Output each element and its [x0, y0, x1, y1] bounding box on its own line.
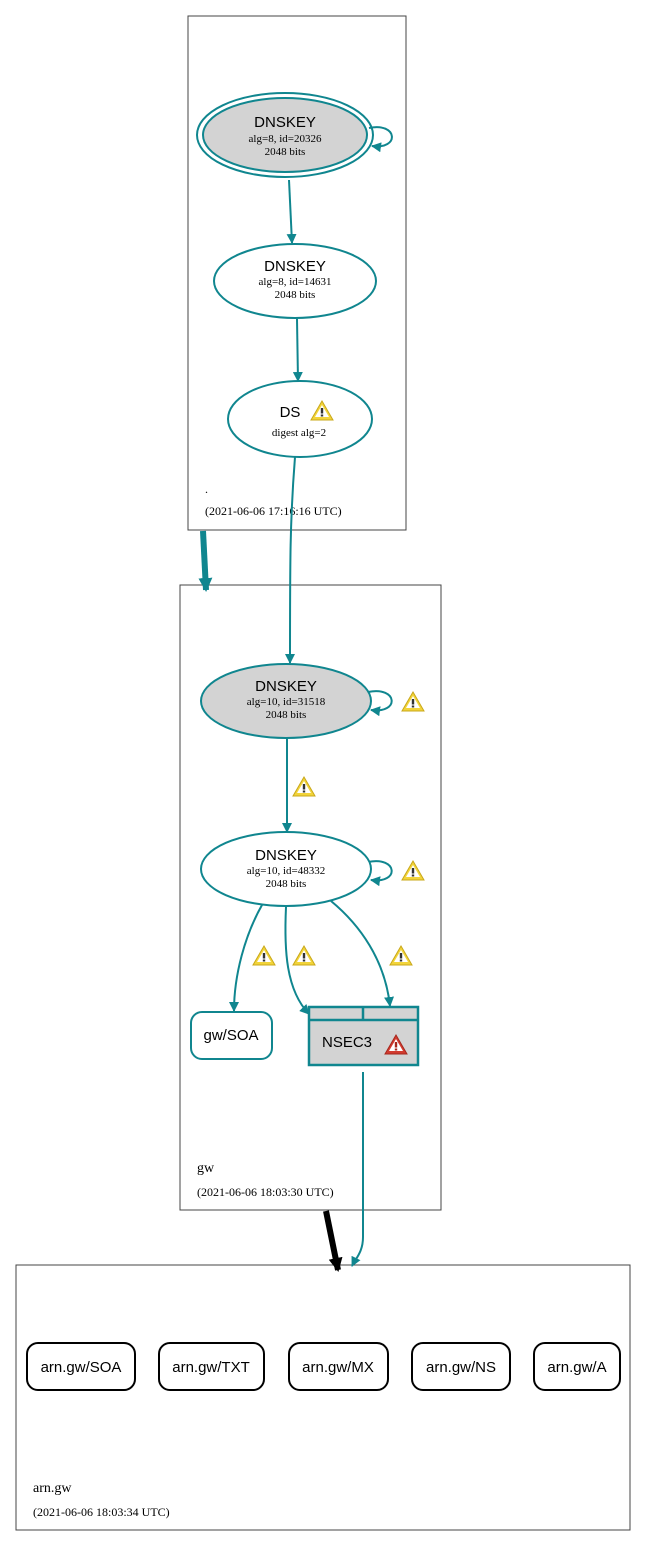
node-arn-ns[interactable]: arn.gw/NS — [411, 1342, 511, 1391]
edge-gw-zsk-self — [367, 860, 393, 887]
warning-icon — [292, 776, 316, 797]
node-gw-ksk-title: DNSKEY — [255, 678, 317, 695]
node-gw-ksk[interactable]: DNSKEY alg=10, id=31518 2048 bits — [200, 663, 372, 739]
edges — [198, 126, 394, 1272]
node-gw-nsec3-label: NSEC3 — [322, 1034, 372, 1051]
node-arn-mx-label: arn.gw/MX — [302, 1359, 374, 1376]
node-root-zsk-bits: 2048 bits — [275, 289, 316, 301]
node-root-ksk-alg: alg=8, id=20326 — [249, 133, 322, 145]
edge-gw-zsk-to-nsec3-b — [330, 900, 394, 1007]
edge-gw-zsk-to-soa — [229, 904, 263, 1012]
edge-nsec3-to-arn — [351, 1072, 364, 1267]
zone-root-name: . — [205, 482, 208, 496]
node-arn-a-label: arn.gw/A — [547, 1359, 606, 1376]
node-arn-mx[interactable]: arn.gw/MX — [288, 1342, 389, 1391]
edge-root-ksk-self — [368, 126, 393, 153]
zone-root: . (2021-06-06 17:16:16 UTC) — [187, 15, 407, 531]
node-root-ksk[interactable]: DNSKEY alg=8, id=20326 2048 bits — [196, 92, 374, 178]
node-root-zsk[interactable]: DNSKEY alg=8, id=14631 2048 bits — [213, 243, 377, 319]
node-root-zsk-alg: alg=8, id=14631 — [259, 276, 332, 288]
node-gw-ksk-alg: alg=10, id=31518 — [247, 696, 326, 708]
zone-arn-timestamp: (2021-06-06 18:03:34 UTC) — [33, 1505, 170, 1519]
warning-icon — [389, 945, 413, 966]
edge-delegation-root-gw — [198, 530, 213, 592]
zone-arn-name: arn.gw — [33, 1481, 72, 1496]
warning-icon — [401, 691, 425, 712]
zone-gw: gw (2021-06-06 18:03:30 UTC) — [179, 584, 442, 1211]
node-gw-zsk-title: DNSKEY — [255, 847, 317, 864]
node-arn-soa-label: arn.gw/SOA — [41, 1359, 122, 1376]
node-root-ksk-title: DNSKEY — [254, 114, 316, 131]
node-gw-nsec3[interactable]: NSEC3 — [307, 1005, 420, 1067]
zone-root-timestamp: (2021-06-06 17:16:16 UTC) — [205, 504, 342, 518]
zone-arn: arn.gw (2021-06-06 18:03:34 UTC) — [15, 1264, 631, 1531]
node-arn-txt[interactable]: arn.gw/TXT — [158, 1342, 265, 1391]
node-gw-zsk-bits: 2048 bits — [266, 878, 307, 890]
node-arn-a[interactable]: arn.gw/A — [533, 1342, 621, 1391]
node-gw-ds-digest: digest alg=2 — [272, 427, 326, 439]
zone-gw-name: gw — [197, 1161, 215, 1176]
warning-icon — [252, 945, 276, 966]
edge-root-ksk-to-zsk — [286, 179, 297, 244]
node-gw-ksk-bits: 2048 bits — [266, 709, 307, 721]
node-gw-zsk-alg: alg=10, id=48332 — [247, 865, 325, 877]
node-arn-ns-label: arn.gw/NS — [426, 1359, 496, 1376]
node-gw-zsk[interactable]: DNSKEY alg=10, id=48332 2048 bits — [200, 831, 372, 907]
warning-icon — [401, 860, 425, 881]
edge-root-zsk-to-ds — [292, 318, 303, 382]
edge-ds-to-gw-ksk — [285, 456, 296, 664]
warning-icon — [292, 945, 316, 966]
node-root-zsk-title: DNSKEY — [264, 258, 326, 275]
node-gw-soa[interactable]: gw/SOA — [190, 1011, 273, 1060]
edge-gw-zsk-to-nsec3-a — [284, 906, 310, 1015]
node-root-ksk-bits: 2048 bits — [265, 146, 306, 158]
node-arn-soa[interactable]: arn.gw/SOA — [26, 1342, 136, 1391]
zone-gw-timestamp: (2021-06-06 18:03:30 UTC) — [197, 1185, 334, 1199]
edge-gw-ksk-self — [367, 690, 393, 717]
node-gw-ds[interactable]: DS digest alg=2 — [227, 380, 373, 458]
node-gw-soa-label: gw/SOA — [203, 1027, 258, 1044]
edge-delegation-gw-arn — [323, 1210, 343, 1272]
node-arn-txt-label: arn.gw/TXT — [172, 1359, 250, 1376]
node-gw-ds-title: DS — [280, 404, 301, 421]
